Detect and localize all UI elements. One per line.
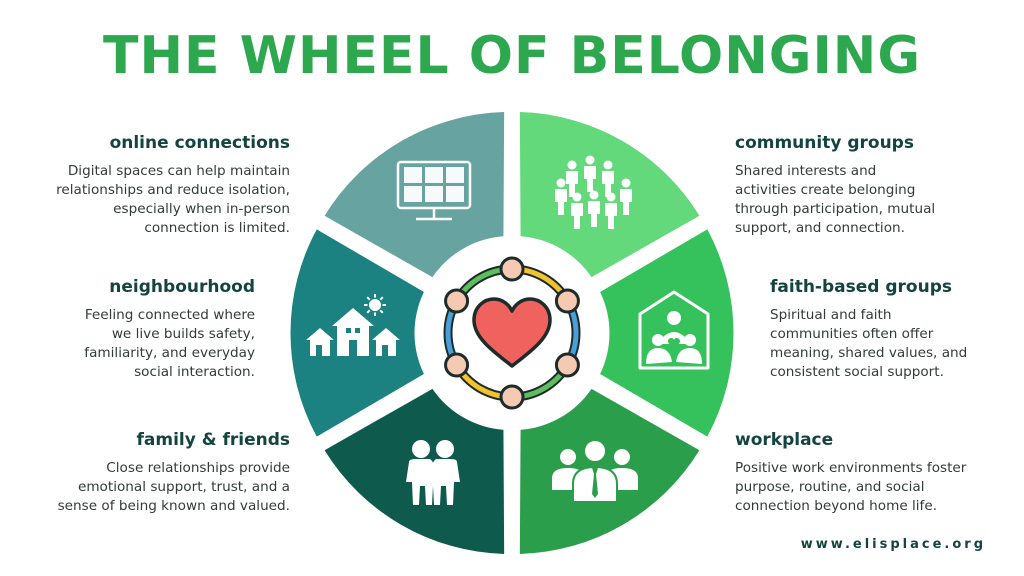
online-connections-text: Digital spaces can help maintain relatio… [56,163,290,236]
person-head [499,256,525,282]
workplace-block: workplace Positive work environments fos… [735,430,1024,516]
online-connections-block: online connections Digital spaces can he… [0,133,290,238]
crowd-person [605,192,617,229]
person-head [554,352,580,378]
crowd-person [571,192,583,229]
wheel-segment-faith [600,229,734,437]
family-friends-block: family & friends Close relationships pro… [0,430,290,516]
sun-ray [379,309,384,314]
faith-based-groups-block: faith-based groups Spiritual and faith c… [770,277,1024,382]
person-head [444,288,470,314]
community-groups-block: community groups Shared interests and ac… [735,133,1024,238]
person-head [554,288,580,314]
faith-based-groups-text: Spiritual and faith communities often of… [770,307,968,380]
family-friends-heading: family & friends [136,430,290,450]
person-head [499,384,525,410]
online-connections-heading: online connections [109,133,290,153]
page-title: THE WHEEL OF BELONGING [103,26,921,86]
faith-community-house-icon [638,290,710,370]
houses-sun-icon [306,294,400,356]
community-groups-text: Shared interests and activities create b… [735,163,936,236]
crowd-person [566,160,578,197]
footer-url: www.elisplace.org [800,537,986,552]
faith-based-groups-heading: faith-based groups [770,277,952,297]
sun-ray [379,296,384,301]
family-friends-text: Close relationships provide emotional su… [57,460,290,514]
community-groups-heading: community groups [735,133,914,153]
heart-icon [472,297,552,368]
crowd-person [602,160,614,197]
neighbourhood-heading: neighbourhood [109,277,255,297]
video-call-icon [396,160,472,221]
neighbourhood-text: Feeling connected where we live builds s… [84,307,255,380]
sun-ray [366,296,371,301]
crowd-person [584,155,596,192]
heart-circle-of-people-icon [443,256,581,410]
person-head [444,352,470,378]
crowd-person [588,190,600,227]
workplace-text: Positive work environments foster purpos… [735,460,967,514]
crowd-person [620,178,632,215]
coworkers-icon [552,439,638,503]
crowd-person [555,178,567,215]
group-of-people-icon [555,155,632,229]
sun-ray [366,309,371,314]
workplace-heading: workplace [735,430,834,450]
two-friends-icon [406,440,460,505]
neighbourhood-block: neighbourhood Feeling connected where we… [0,277,255,382]
